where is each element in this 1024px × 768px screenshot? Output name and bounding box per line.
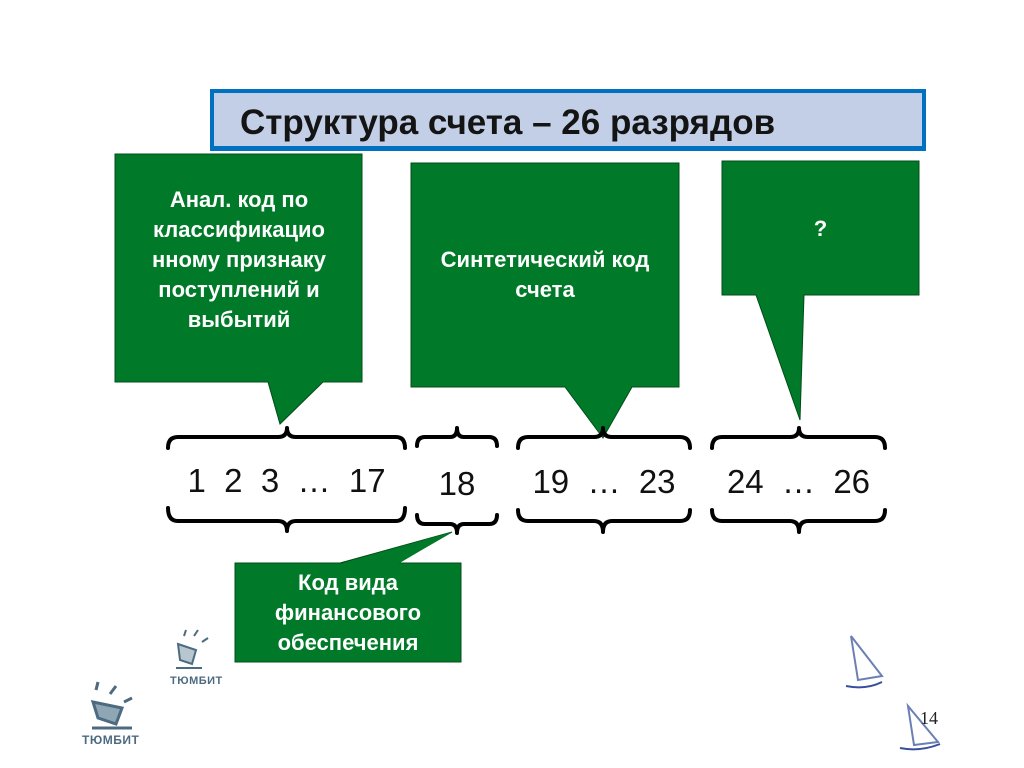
brace-group-2	[415, 426, 499, 535]
callout-unknown-shape	[721, 160, 920, 421]
aris-logo-small-icon	[845, 635, 884, 689]
callout-analytic-text: Анал. код по классификацио нному признак…	[151, 187, 326, 332]
tyumbit-logo-large-icon	[90, 681, 133, 730]
callout-finance-pointer	[340, 532, 452, 564]
page-number: 14	[920, 708, 938, 728]
callout-unknown-text: ?	[813, 216, 828, 241]
digit-group-4: 24 … 26	[726, 463, 871, 500]
callout-synthetic-text: Синтетический код счета	[440, 247, 650, 302]
title-bar	[210, 89, 926, 151]
brace-group-1	[166, 426, 407, 533]
digit-group-1: 1 2 3 … 17	[187, 462, 386, 499]
callout-finance-text: Код вида финансового обеспечения	[274, 570, 422, 655]
digit-group-3: 19 … 23	[532, 463, 676, 500]
callout-synthetic-shape	[410, 162, 680, 439]
tyumbit-logo-small-text: ТЮМБИТ	[170, 675, 223, 687]
tyumbit-logo-small-icon	[176, 629, 209, 669]
brace-group-3	[516, 426, 692, 534]
digit-group-2: 18	[438, 465, 476, 502]
brace-group-4	[710, 426, 887, 534]
aris-logo-large-icon	[899, 702, 941, 751]
slide-title: Структура счета – 26 разрядов	[240, 103, 776, 142]
callout-analytic-shape	[114, 153, 363, 425]
tyumbit-logo-large-text: ТЮМБИТ	[82, 733, 140, 747]
